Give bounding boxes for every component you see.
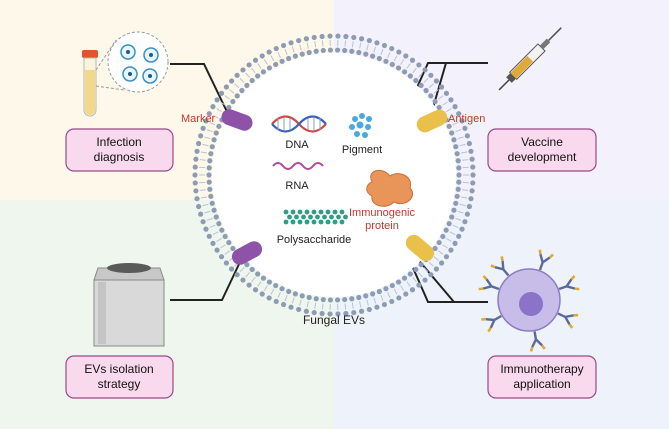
connector-infection [170, 63, 231, 119]
vesicle-lumen [212, 53, 456, 297]
marker-protein-top [221, 109, 253, 131]
vaccine-box-line2: development [508, 150, 577, 164]
magnify-guides [95, 39, 125, 91]
pigment-label: Pigment [342, 144, 382, 156]
syringe-icon [498, 27, 562, 91]
vesicle-membrane [192, 33, 476, 317]
rna-icon [272, 162, 324, 170]
antibody-icons [478, 249, 580, 352]
vaccine-development-box: Vaccine development [487, 128, 597, 172]
connector-isolation [170, 261, 241, 301]
polysaccharide-label: Polysaccharide [277, 234, 352, 246]
marker-protein-bottom [231, 241, 263, 265]
rna-label: RNA [285, 180, 309, 192]
isolation-box-line1: EVs isolation [84, 362, 153, 376]
polysaccharide-icon [283, 209, 348, 225]
evs-isolation-box: EVs isolation strategy [65, 355, 174, 399]
infection-box-line2: diagnosis [94, 150, 145, 164]
immunotherapy-box-line1: Immunotherapy [500, 362, 583, 376]
immunogenic-label-line1: Immunogenic [349, 207, 416, 219]
immunogenic-label-line2: protein [365, 220, 399, 232]
antigen-protein-top [416, 109, 448, 133]
antigen-protein-bottom [405, 234, 435, 262]
marker-label: Marker [181, 113, 216, 125]
immunotherapy-box: Immunotherapy application [487, 355, 597, 399]
cell-icons [120, 44, 159, 84]
magnified-cells-circle [107, 31, 169, 93]
vaccine-box-line1: Vaccine [521, 135, 563, 149]
infection-diagnosis-box: Infection diagnosis [65, 128, 174, 172]
immunotherapy-box-line2: application [513, 377, 570, 391]
immunogenic-protein-icon [366, 169, 414, 207]
dna-icon [271, 115, 327, 133]
dna-label: DNA [285, 139, 309, 151]
pigment-icon [349, 113, 372, 138]
immune-cell-icon [497, 268, 561, 332]
centrifuge-icon [93, 263, 165, 347]
antigen-label: Antigen [448, 113, 485, 125]
isolation-box-line2: strategy [98, 377, 141, 391]
infection-box-line1: Infection [96, 135, 141, 149]
fungal-evs-label: Fungal EVs [303, 313, 365, 327]
test-tube-icon [82, 50, 98, 117]
